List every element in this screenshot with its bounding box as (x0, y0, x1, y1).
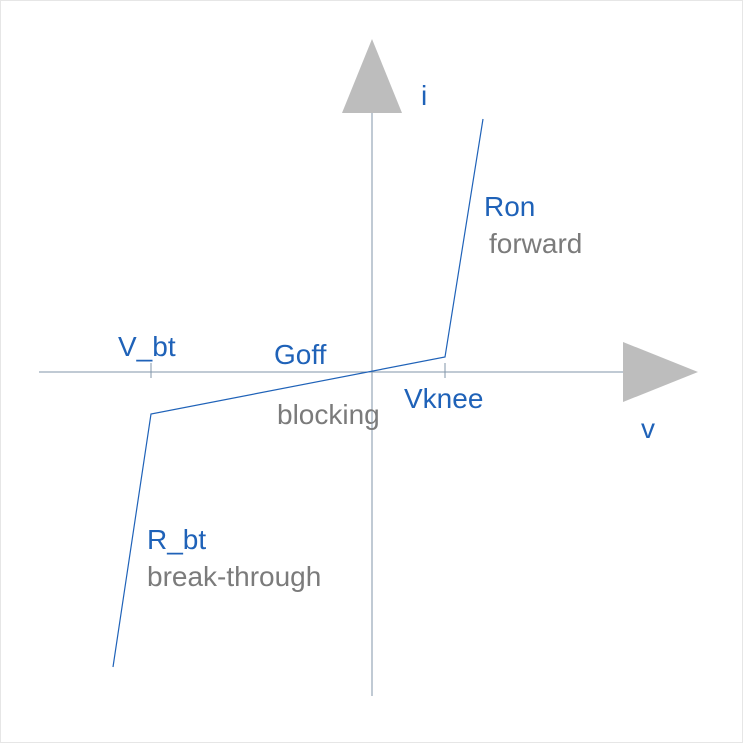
iv-curve (112, 118, 484, 668)
r-breakthrough-label: R_bt (147, 524, 207, 555)
x-axis-arrow-icon (623, 342, 698, 402)
forward-label: forward (489, 228, 583, 259)
break-through-label: break-through (147, 561, 322, 592)
x-axis-label: v (641, 413, 655, 444)
g-off-label: Goff (274, 339, 327, 370)
v-breakthrough-label: V_bt (118, 331, 176, 362)
blocking-label: blocking (277, 399, 380, 430)
v-knee-label: Vknee (404, 383, 484, 414)
y-axis-label: i (421, 80, 428, 111)
r-on-label: Ron (484, 191, 536, 222)
y-axis-arrow-icon (342, 39, 402, 113)
